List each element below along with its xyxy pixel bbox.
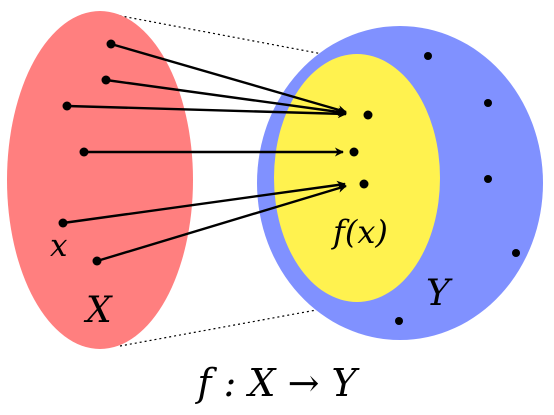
codomain-point	[484, 99, 492, 107]
image-point	[359, 179, 369, 189]
domain-point	[101, 75, 111, 85]
projection-line-bottom	[119, 301, 361, 347]
codomain-points	[395, 52, 520, 325]
image-set	[274, 54, 440, 302]
codomain-point	[484, 175, 492, 183]
mapping-arrow	[66, 104, 347, 119]
mapping-arrows	[62, 42, 347, 263]
image-points	[349, 110, 373, 189]
domain-point	[106, 39, 116, 49]
domain-label: X	[83, 290, 113, 331]
codomain-label: Y	[426, 273, 453, 314]
codomain-point	[424, 52, 432, 60]
function-caption: f : X → Y	[194, 361, 360, 405]
domain-points	[58, 39, 116, 266]
domain-point	[92, 256, 102, 266]
mapping-arrow	[110, 42, 347, 115]
domain-set	[7, 11, 193, 349]
domain-point	[62, 101, 72, 111]
mapping-arrow	[62, 180, 346, 225]
codomain-point	[512, 249, 520, 257]
image-label: f(x)	[331, 213, 388, 251]
image-point	[363, 110, 373, 120]
mapping-arrow	[105, 78, 347, 117]
image-point	[349, 147, 359, 157]
mapping-arrow	[96, 184, 347, 263]
domain-point	[58, 218, 68, 228]
element-label: x	[50, 228, 68, 264]
codomain-point	[395, 317, 403, 325]
domain-point	[79, 147, 89, 157]
